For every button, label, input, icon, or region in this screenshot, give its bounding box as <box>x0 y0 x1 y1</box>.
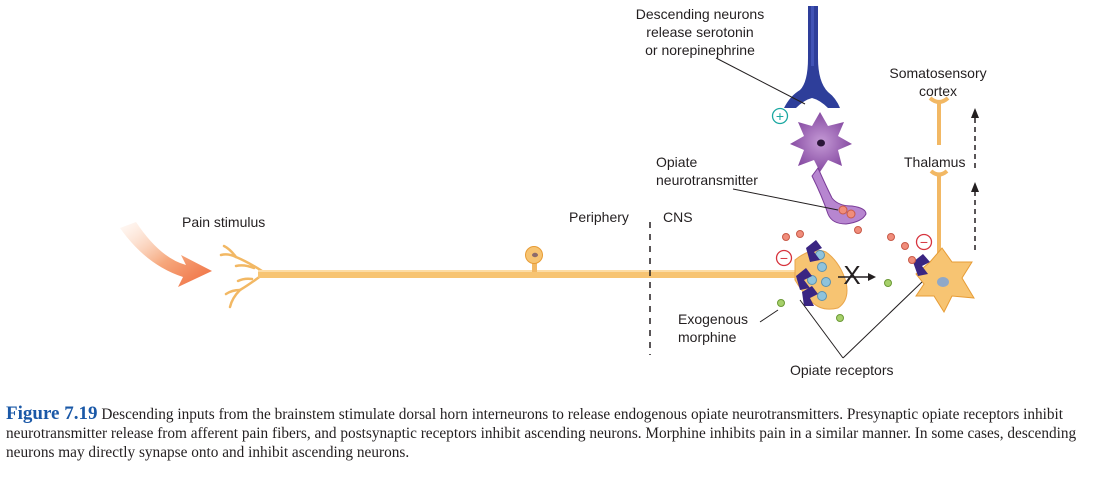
afferent-pain-fiber <box>219 244 848 310</box>
minus-sign-presynaptic-icon: − <box>775 249 793 267</box>
opiate-molecules <box>782 226 916 264</box>
diagram: + − − X Descending neurons release serot… <box>120 6 987 378</box>
caption-text: Descending inputs from the brainstem sti… <box>6 406 1077 461</box>
minus-sign-postsynaptic-icon: − <box>915 233 933 251</box>
svg-text:−: − <box>920 234 928 250</box>
ascending-arrows <box>971 108 979 250</box>
cns-label: CNS <box>663 209 693 225</box>
opiate-receptors-label: Opiate receptors <box>790 362 894 378</box>
plus-sign-icon: + <box>771 107 789 125</box>
somatosensory-cortex-label: Somatosensory cortex <box>889 65 987 99</box>
vesicles <box>807 250 831 301</box>
leader-lines <box>715 57 923 359</box>
opiate-neurotransmitter-label: Opiate neurotransmitter <box>656 154 758 188</box>
figure-caption: Figure 7.19 Descending inputs from the b… <box>6 404 1096 462</box>
svg-text:+: + <box>776 108 784 124</box>
thalamus-label: Thalamus <box>904 154 966 170</box>
descending-neurons-label: Descending neurons release serotonin or … <box>635 6 765 58</box>
blocked-transmission <box>838 273 876 281</box>
opiate-receptors <box>796 240 930 306</box>
exogenous-morphine-label: Exogenous morphine <box>678 311 749 345</box>
ascending-neuron <box>915 96 975 314</box>
figure-number: Figure 7.19 <box>6 403 98 424</box>
opiate-interneuron <box>790 112 867 225</box>
block-mark-icon: X <box>843 260 860 290</box>
descending-neuron <box>784 6 840 108</box>
morphine-molecules <box>777 279 892 322</box>
svg-text:−: − <box>780 250 788 266</box>
pain-stimulus-label: Pain stimulus <box>182 214 266 230</box>
periphery-label: Periphery <box>569 209 629 225</box>
pain-stimulus-arrow <box>120 222 212 287</box>
diagram-canvas: + − − X <box>120 6 979 359</box>
